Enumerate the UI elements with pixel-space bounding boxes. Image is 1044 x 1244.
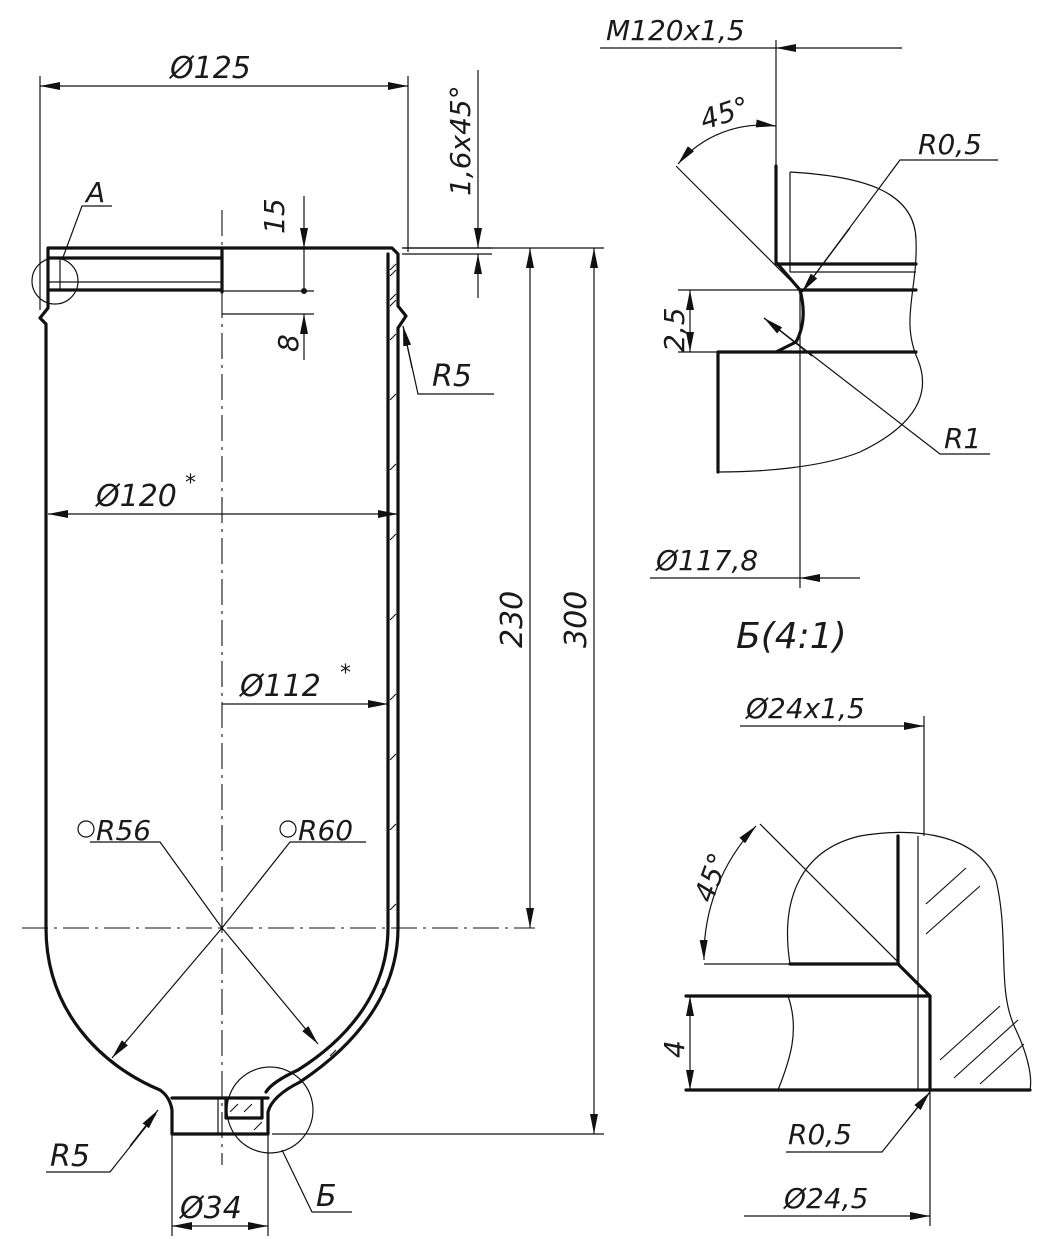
dim-230: 230 (404, 247, 540, 928)
dim-d112-star: * (340, 661, 351, 686)
dim-d1178: Ø117,8 (650, 290, 860, 588)
dim-d120-text: Ø120 (94, 479, 177, 514)
dim-4: 4 (658, 996, 694, 1090)
detail-a-leader (61, 205, 112, 261)
wall-section-hatch (229, 263, 397, 1131)
detail-a-label: A (84, 176, 105, 209)
dim-d120: Ø120 * (48, 471, 398, 518)
dim-chamfer-text: 1,6x45° (444, 85, 477, 196)
dim-45-top: 45° (675, 90, 801, 291)
dim-chamfer: 1,6x45° (402, 70, 492, 298)
dim-r05-bottom: R0,5 (786, 1091, 931, 1153)
detail-a-break (717, 171, 924, 473)
dim-d125: Ø125 (39, 51, 409, 310)
dim-45-top-text: 45° (696, 90, 753, 137)
dim-230-text: 230 (495, 591, 530, 648)
dim-300: 300 (272, 247, 604, 1135)
detail-b-break-left (777, 995, 794, 1091)
dim-r1: R1 (763, 317, 990, 455)
detail-a-circle (31, 257, 79, 305)
dim-d112-text: Ø112 (238, 669, 321, 704)
dim-r5-top: R5 (402, 325, 494, 395)
dim-d34: Ø34 (171, 1134, 269, 1236)
dim-d245: Ø24,5 (744, 1090, 931, 1226)
dim-d24: Ø24x1,5 (740, 692, 925, 836)
dim-d24-text: Ø24x1,5 (745, 692, 865, 725)
dim-8-text: 8 (272, 334, 305, 352)
detail-b-break (786, 831, 1032, 1091)
detail-a-view: M120x1,5 45° R0,5 2,5 R1 (600, 14, 998, 588)
dim-45-bottom-text: 45° (688, 848, 736, 906)
detail-b-scale-title: Б(4:1) (736, 616, 847, 657)
dim-r60-text: R60 (298, 814, 353, 847)
detail-b-leader (281, 1149, 352, 1213)
dim-r56-text: R56 (96, 814, 151, 847)
dim-r5-bottom-text: R5 (50, 1139, 90, 1174)
dim-r05-top-text: R0,5 (918, 128, 982, 161)
cup-inner-contour (264, 252, 390, 1094)
dim-15-8: 15 8 (222, 196, 314, 360)
detail-b-circle (226, 1066, 314, 1154)
dim-d120-star: * (185, 471, 196, 496)
dim-300-text: 300 (559, 591, 594, 648)
dim-m120: M120x1,5 (600, 14, 902, 166)
dim-r56-r60: R56 R60 (77, 814, 366, 1059)
main-view: A Б Ø125 1,6x45° 15 8 (22, 51, 604, 1236)
dim-4-text: 4 (658, 1040, 691, 1058)
dim-25-text: 2,5 (658, 307, 691, 352)
dim-r05-top: R0,5 (801, 128, 998, 293)
dim-d112: Ø112 * (222, 661, 388, 708)
fitting-thread (224, 1096, 264, 1120)
dim-d245-text: Ø24,5 (783, 1182, 868, 1215)
dim-r05-bottom-text: R0,5 (788, 1118, 852, 1151)
detail-b-view: Б(4:1) Ø24x1,5 45° (658, 616, 1032, 1226)
dim-r1-text: R1 (944, 422, 981, 455)
dim-25: 2,5 (658, 289, 800, 353)
detail-b-label: Б (316, 1179, 337, 1214)
dim-15-text: 15 (258, 198, 291, 234)
dim-d34-text: Ø34 (178, 1191, 242, 1226)
dim-r5-top-text: R5 (432, 359, 472, 394)
cup-outer-contour (38, 246, 408, 1136)
detail-b-hatch (925, 867, 1025, 1085)
dim-d1178-text: Ø117,8 (655, 544, 758, 577)
dim-d125-text: Ø125 (168, 51, 251, 86)
dim-m120-text: M120x1,5 (606, 14, 745, 47)
dim-r5-bottom: R5 (46, 1109, 159, 1174)
